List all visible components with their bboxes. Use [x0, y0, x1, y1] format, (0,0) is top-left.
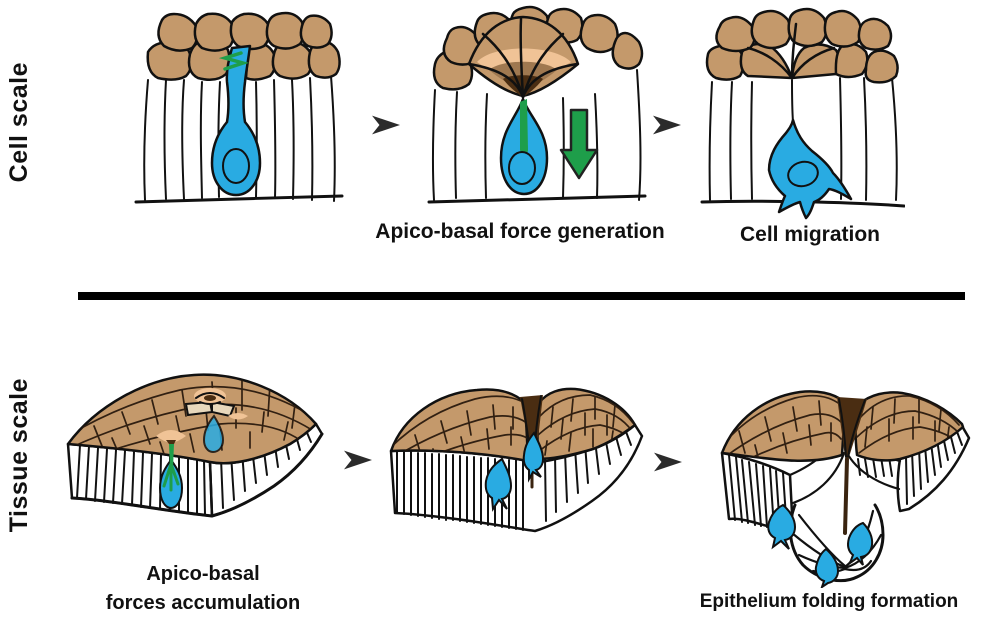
tissue-scale-row-label: Tissue scale: [5, 378, 33, 533]
apical-myosin: [218, 51, 249, 71]
cell-nucleus: [508, 151, 536, 185]
arrow-right-icon: [372, 115, 400, 135]
panel-tissue-folding-formation: [720, 390, 971, 588]
panel-cell-migration: [700, 7, 905, 220]
fold-crease: [837, 397, 867, 535]
apical-cell-layer: [705, 7, 899, 84]
arrow-right-icon: [344, 450, 372, 470]
migrating-cell: [522, 431, 545, 483]
migrating-cell: [847, 521, 874, 566]
panel-tissue-forces-accumulation: [66, 373, 324, 518]
migrating-cell: [767, 503, 797, 550]
arrow-right-icon: [653, 115, 681, 135]
cell-nucleus: [222, 148, 250, 184]
epithelial-surface-left: [389, 388, 530, 463]
constricting-cell: [156, 430, 186, 510]
panel-cell-force-generation: [427, 5, 647, 204]
apical-pit: [194, 388, 226, 405]
embedded-cell: [202, 414, 225, 454]
cell-scale-row-label: Cell scale: [5, 62, 33, 183]
caption-epithelium-folding: Epithelium folding formation: [699, 591, 959, 612]
columnar-cell-walls: [700, 77, 905, 208]
migrating-cell: [484, 457, 513, 512]
front-face-cells: [389, 423, 644, 533]
epithelial-surface-right: [854, 391, 965, 462]
scale-divider-line: [78, 292, 965, 300]
caption-forces-accumulation-line1: Apico-basal: [146, 563, 260, 585]
epithelial-surface-right: [535, 387, 637, 461]
rosette-junction: [746, 22, 836, 80]
peach-constriction: [228, 413, 248, 420]
panel-tissue-fold-initiation: [389, 387, 644, 533]
force-arrow-down-icon: [559, 108, 599, 180]
caption-force-generation: Apico-basal force generation: [375, 220, 665, 243]
apico-basal-cable: [520, 99, 528, 154]
arrow-right-icon: [654, 452, 682, 472]
epithelial-surface: [66, 373, 318, 465]
caption-forces-accumulation: Apico-basal forces accumulation: [78, 560, 328, 618]
epithelial-surface-left: [720, 390, 847, 462]
caption-cell-migration: Cell migration: [739, 223, 881, 246]
columnar-cell-walls: [427, 69, 647, 204]
panel-cell-apical-constriction: [134, 11, 344, 204]
migrating-cell: [814, 547, 840, 588]
cell-nucleus: [787, 160, 819, 188]
caption-forces-accumulation-line2: forces accumulation: [105, 592, 301, 614]
apical-funnel: [467, 15, 580, 99]
apico-basal-cable: [162, 462, 180, 492]
basal-rim: [70, 432, 324, 518]
apical-cell-layer: [146, 11, 341, 82]
